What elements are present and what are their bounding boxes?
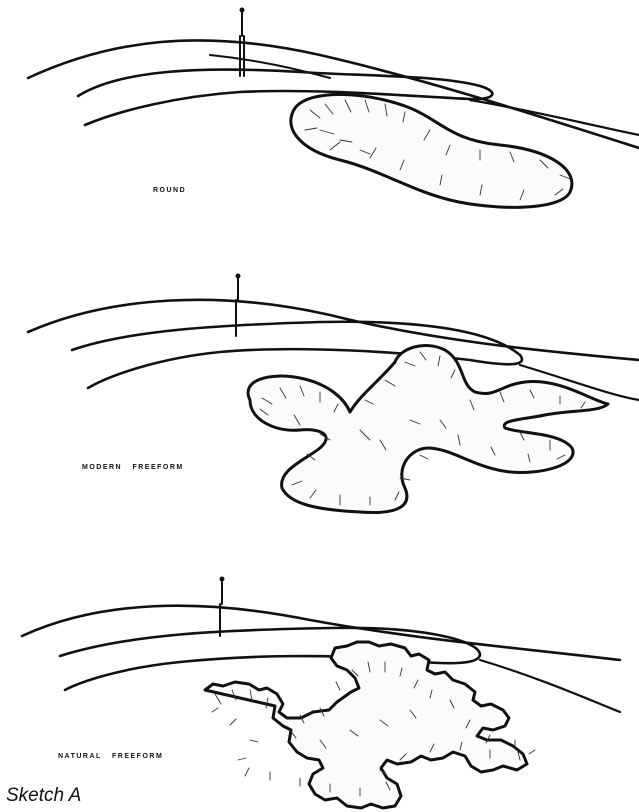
fairway-line <box>22 606 620 660</box>
fairway-line <box>470 100 639 135</box>
bunker-natural <box>205 642 527 808</box>
bunker-modern <box>248 346 608 513</box>
figure-caption: Sketch A <box>6 785 81 807</box>
fairway-line <box>210 55 330 78</box>
sketch-label-natural-freeform: NATURAL FREEFORM <box>58 753 163 760</box>
fairway-line <box>480 660 620 712</box>
fairway-line <box>78 70 492 125</box>
sketch-natural-freeform <box>22 577 620 809</box>
sketch-modern-freeform <box>28 274 639 513</box>
sketch-round <box>28 8 639 208</box>
sketch-label-round: ROUND <box>153 187 186 194</box>
sketch-label-modern-freeform: MODERN FREEFORM <box>82 464 184 471</box>
